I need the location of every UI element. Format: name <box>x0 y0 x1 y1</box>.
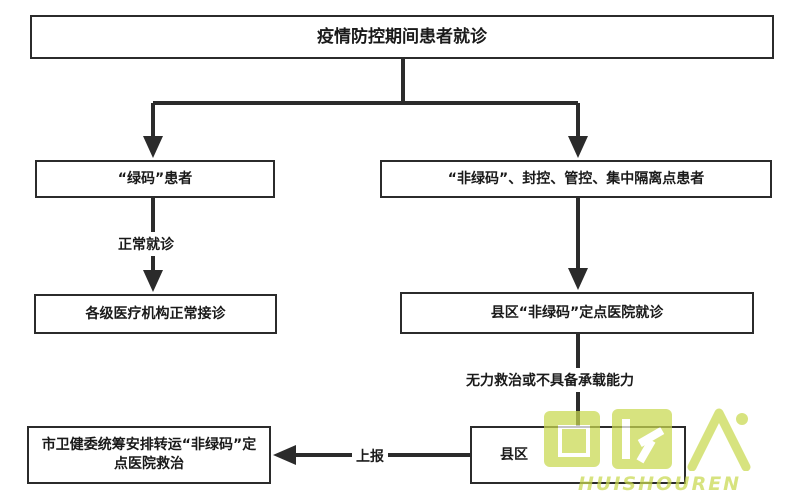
arrow-left-branch <box>143 136 163 158</box>
watermark-text: HUISHOUREN <box>578 473 742 495</box>
page-title: 疫情防控期间患者就诊 <box>317 26 487 47</box>
arrow-county <box>568 268 588 290</box>
watermark-glyph-icon <box>612 409 672 469</box>
normal-visit-label: 正常就诊 <box>114 232 178 256</box>
watermark-logo: HUISHOUREN <box>536 405 766 497</box>
county-designated-label: 县区“非绿码”定点医院就诊 <box>490 304 664 321</box>
watermark-figure-icon <box>687 408 751 471</box>
non-green-patient-label: “非绿码”、封控、管控、集中隔离点患者 <box>447 170 705 187</box>
non-green-patient-box: “非绿码”、封控、管控、集中隔离点患者 <box>380 160 772 198</box>
normal-reception-box: 各级医疗机构正常接诊 <box>34 294 277 334</box>
green-patient-box: “绿码”患者 <box>35 160 275 198</box>
county-partial-label: 县区 <box>500 446 528 463</box>
city-transfer-box: 市卫健委统筹安排转运“非绿码”定点医院救治 <box>27 426 271 484</box>
watermark-square-icon <box>544 411 600 467</box>
arrow-right-branch <box>568 136 588 158</box>
incapable-label: 无力救治或不具备承载能力 <box>462 368 638 392</box>
title-box: 疫情防控期间患者就诊 <box>30 15 774 59</box>
report-label: 上报 <box>352 444 388 468</box>
normal-reception-label: 各级医疗机构正常接诊 <box>85 305 226 322</box>
arrow-report <box>273 445 296 465</box>
county-designated-box: 县区“非绿码”定点医院就诊 <box>400 292 754 334</box>
arrow-normal <box>143 270 163 292</box>
green-patient-label: “绿码”患者 <box>117 170 193 187</box>
city-transfer-label: 市卫健委统筹安排转运“非绿码”定点医院救治 <box>41 437 257 472</box>
